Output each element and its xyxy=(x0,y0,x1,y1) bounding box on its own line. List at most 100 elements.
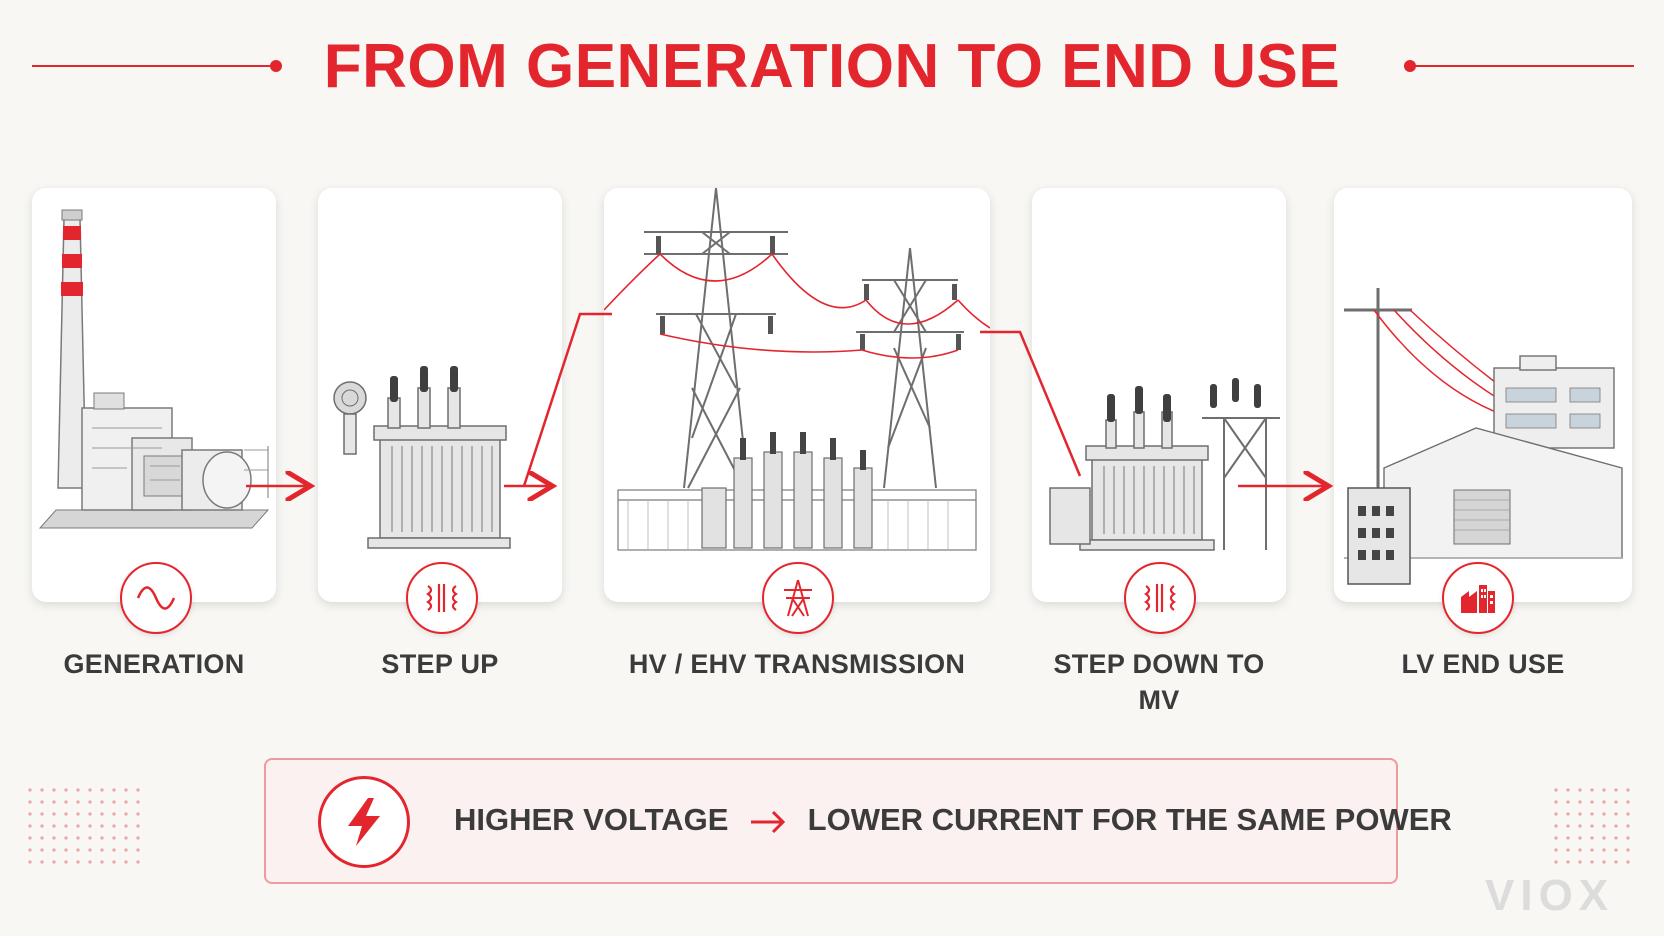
decorative-dot xyxy=(112,788,116,792)
decorative-dot xyxy=(88,860,92,864)
decorative-dot xyxy=(64,824,68,828)
decorative-dot xyxy=(88,788,92,792)
decorative-dot xyxy=(100,860,104,864)
decorative-dot-grid-right xyxy=(1554,788,1630,864)
decorative-dot xyxy=(76,800,80,804)
decorative-dot xyxy=(64,800,68,804)
title-divider-left xyxy=(32,65,276,67)
decorative-dot xyxy=(136,860,140,864)
decorative-dot xyxy=(1554,800,1558,804)
decorative-dot xyxy=(1578,848,1582,852)
decorative-dot xyxy=(1566,800,1570,804)
decorative-dot xyxy=(1626,824,1630,828)
decorative-dot xyxy=(1578,812,1582,816)
decorative-dot xyxy=(136,788,140,792)
step-down-transformer-illustration xyxy=(1049,378,1280,551)
decorative-dot xyxy=(1602,800,1606,804)
title-dot-right xyxy=(1404,60,1416,72)
decorative-dot xyxy=(1614,788,1618,792)
title-dot-left xyxy=(270,60,282,72)
decorative-dot xyxy=(112,860,116,864)
decorative-dot xyxy=(136,848,140,852)
stage-label-lv-end-use: LV END USE xyxy=(1401,649,1565,679)
decorative-dot xyxy=(124,788,128,792)
decorative-dot xyxy=(1578,788,1582,792)
decorative-dot xyxy=(100,848,104,852)
stage-card-step-up xyxy=(318,188,562,634)
banner-right-text: LOWER CURRENT FOR THE SAME POWER xyxy=(807,802,1452,837)
stage-card-generation xyxy=(32,188,276,634)
decorative-dot xyxy=(28,824,32,828)
decorative-dot xyxy=(1626,800,1630,804)
factory-icon xyxy=(1461,585,1495,613)
decorative-dot xyxy=(64,812,68,816)
badge-generation xyxy=(120,562,192,634)
decorative-dot xyxy=(88,836,92,840)
decorative-dot xyxy=(40,848,44,852)
decorative-dot xyxy=(88,812,92,816)
badge-step-down xyxy=(1124,562,1196,634)
decorative-dot xyxy=(28,836,32,840)
decorative-dot xyxy=(64,836,68,840)
decorative-dot xyxy=(76,824,80,828)
decorative-dot xyxy=(1554,848,1558,852)
transformer-icon xyxy=(1144,584,1176,612)
decorative-dot xyxy=(124,812,128,816)
title-divider-right xyxy=(1412,65,1634,67)
decorative-dot xyxy=(1554,824,1558,828)
decorative-dot xyxy=(52,788,56,792)
decorative-dot xyxy=(52,824,56,828)
decorative-dot xyxy=(64,788,68,792)
decorative-dot xyxy=(1566,824,1570,828)
badge-step-up xyxy=(406,562,478,634)
decorative-dot xyxy=(1566,836,1570,840)
decorative-dot xyxy=(136,812,140,816)
decorative-dot xyxy=(124,836,128,840)
decorative-dot xyxy=(28,812,32,816)
decorative-dot xyxy=(112,848,116,852)
decorative-dot xyxy=(100,824,104,828)
decorative-dot xyxy=(1614,860,1618,864)
decorative-dot xyxy=(100,812,104,816)
decorative-dot xyxy=(1602,812,1606,816)
stage-card-step-down xyxy=(1032,188,1286,634)
decorative-dot xyxy=(1614,812,1618,816)
decorative-dot xyxy=(88,848,92,852)
badge-lv-end-use xyxy=(1442,562,1514,634)
decorative-dot xyxy=(52,812,56,816)
decorative-dot xyxy=(124,800,128,804)
decorative-dot xyxy=(112,800,116,804)
key-insight-banner: HIGHER VOLTAGE LOWER CURRENT FOR THE SAM… xyxy=(264,758,1452,884)
decorative-dot xyxy=(1602,860,1606,864)
decorative-dot xyxy=(1554,860,1558,864)
decorative-dot xyxy=(1590,860,1594,864)
brand-logo: VIOX xyxy=(1485,871,1615,920)
decorative-dot xyxy=(1626,836,1630,840)
decorative-dot xyxy=(1626,860,1630,864)
decorative-dot xyxy=(40,860,44,864)
page-title: FROM GENERATION TO END USE xyxy=(323,32,1341,101)
banner-left-text: HIGHER VOLTAGE xyxy=(454,802,729,837)
decorative-dot xyxy=(28,848,32,852)
decorative-dot xyxy=(100,800,104,804)
step-up-transformer-illustration xyxy=(333,366,511,549)
decorative-dot xyxy=(1590,848,1594,852)
sine-wave-icon xyxy=(136,586,176,610)
decorative-dot xyxy=(1566,812,1570,816)
decorative-dot xyxy=(1602,824,1606,828)
decorative-dot xyxy=(1590,836,1594,840)
decorative-dot xyxy=(1578,824,1582,828)
decorative-dot xyxy=(64,848,68,852)
decorative-dot xyxy=(1626,848,1630,852)
decorative-dot xyxy=(1614,848,1618,852)
decorative-dot xyxy=(1590,812,1594,816)
transformer-icon xyxy=(426,584,458,612)
decorative-dot xyxy=(76,836,80,840)
decorative-dot xyxy=(88,824,92,828)
decorative-dot xyxy=(64,860,68,864)
decorative-dot xyxy=(1566,788,1570,792)
decorative-dot xyxy=(40,800,44,804)
stage-label-transmission: HV / EHV TRANSMISSION xyxy=(628,649,966,679)
decorative-dot xyxy=(112,824,116,828)
decorative-dot xyxy=(1578,860,1582,864)
